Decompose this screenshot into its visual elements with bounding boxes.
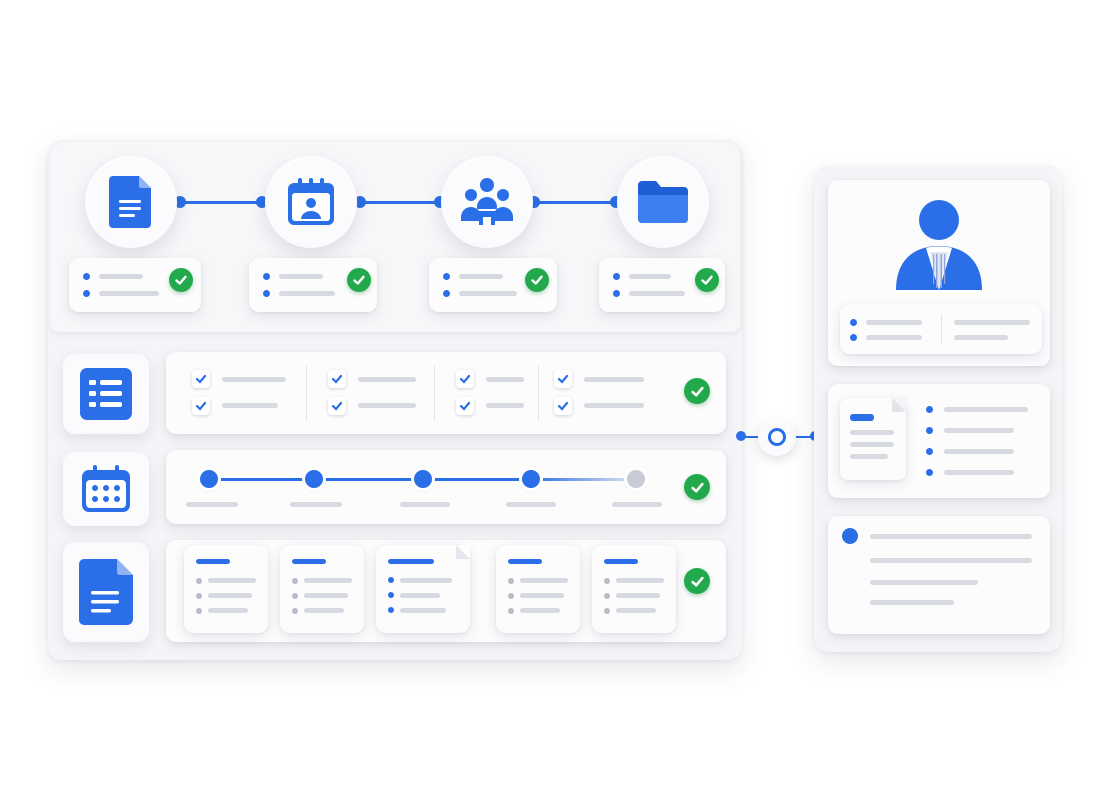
document-card[interactable] — [184, 545, 268, 633]
check-icon — [684, 568, 710, 594]
check-icon — [684, 474, 710, 500]
step-card-meeting[interactable] — [429, 258, 557, 312]
checkbox[interactable] — [328, 370, 346, 388]
timeline-node-pending[interactable] — [627, 470, 645, 488]
checkbox[interactable] — [456, 397, 474, 415]
checklist-row — [166, 352, 726, 434]
step-connector — [358, 201, 440, 204]
document-card[interactable] — [496, 545, 580, 633]
step-card-document[interactable] — [69, 258, 201, 312]
document-icon — [109, 176, 151, 228]
step-card-folder[interactable] — [599, 258, 725, 312]
profile-card[interactable] — [828, 180, 1050, 366]
judge-person-icon — [896, 200, 982, 290]
document-card-active[interactable] — [376, 545, 470, 633]
timeline-node[interactable] — [305, 470, 323, 488]
connector-node — [174, 196, 186, 208]
step-card-schedule[interactable] — [249, 258, 377, 312]
calendar-person-icon — [288, 178, 334, 225]
checkbox[interactable] — [192, 397, 210, 415]
link-node-icon[interactable] — [758, 418, 796, 456]
checkbox[interactable] — [554, 370, 572, 388]
check-icon — [169, 268, 193, 292]
check-icon — [525, 268, 549, 292]
checkbox[interactable] — [192, 370, 210, 388]
notes-card[interactable] — [828, 516, 1050, 634]
step-meeting[interactable] — [441, 156, 533, 248]
check-icon — [684, 378, 710, 404]
document-icon — [79, 559, 133, 625]
document-row-icon-box[interactable] — [63, 542, 149, 642]
connector-node — [354, 196, 366, 208]
calendar-row-icon-box[interactable] — [63, 452, 149, 526]
timeline-node[interactable] — [414, 470, 432, 488]
checkbox[interactable] — [456, 370, 474, 388]
step-schedule[interactable] — [265, 156, 357, 248]
step-document[interactable] — [85, 156, 177, 248]
check-icon — [347, 268, 371, 292]
timeline-row — [166, 450, 726, 524]
step-folder[interactable] — [617, 156, 709, 248]
timeline-node[interactable] — [522, 470, 540, 488]
step-connector — [532, 201, 618, 204]
connector-node — [736, 431, 746, 441]
document-card[interactable] — [592, 545, 676, 633]
folder-icon — [638, 181, 688, 223]
checklist-row-icon-box[interactable] — [63, 354, 149, 434]
checkbox[interactable] — [554, 397, 572, 415]
profile-details — [840, 304, 1042, 354]
check-icon — [695, 268, 719, 292]
document-card[interactable] — [280, 545, 364, 633]
document-detail-card[interactable] — [828, 384, 1050, 498]
timeline-node[interactable] — [200, 470, 218, 488]
step-connector — [178, 201, 264, 204]
calendar-icon — [82, 465, 130, 512]
meeting-group-icon — [461, 178, 513, 225]
checkbox[interactable] — [328, 397, 346, 415]
document-card-icon — [840, 398, 906, 480]
checklist-icon — [80, 368, 132, 420]
